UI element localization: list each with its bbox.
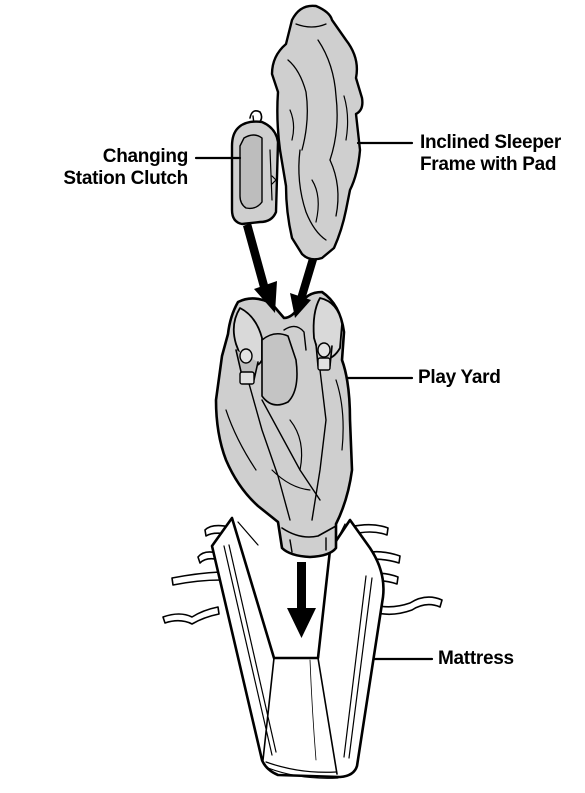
label-changing-station-clutch: Changing Station Clutch [6, 146, 188, 190]
sleeper-body [272, 6, 362, 260]
arrow-down-to-mattress [287, 562, 316, 638]
play-yard-illustration [216, 292, 352, 557]
label-inclined-sleeper-line-1: Inclined Sleeper [420, 132, 561, 154]
label-inclined-sleeper: Inclined Sleeper Frame with Pad [420, 132, 561, 176]
label-changing-station-clutch-line-1: Changing [6, 146, 188, 168]
label-inclined-sleeper-line-2: Frame with Pad [420, 154, 561, 176]
label-changing-station-clutch-line-2: Station Clutch [6, 168, 188, 190]
label-play-yard: Play Yard [418, 367, 501, 389]
inclined-sleeper-illustration [272, 6, 362, 260]
changing-station-clutch-illustration [232, 111, 278, 224]
label-mattress: Mattress [438, 648, 514, 670]
